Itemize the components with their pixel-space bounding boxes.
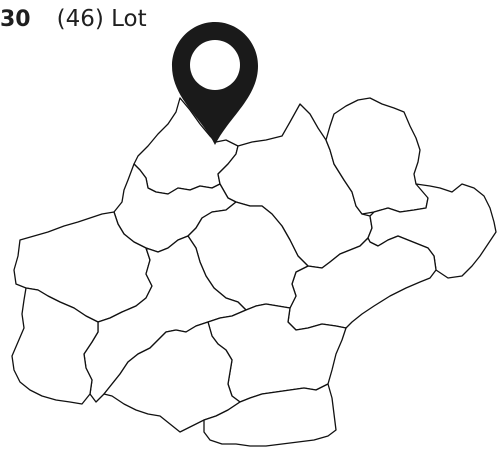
department-label: (46) Lot — [56, 6, 147, 32]
map-pin-icon — [172, 22, 258, 145]
map-title: 30 (46) Lot — [0, 6, 147, 38]
department-hautes-pyrenees[interactable] — [11, 287, 99, 405]
question-number: 30 — [0, 7, 31, 32]
department-pyrenees-orientales[interactable] — [203, 383, 337, 447]
department-ariege[interactable] — [103, 321, 241, 433]
